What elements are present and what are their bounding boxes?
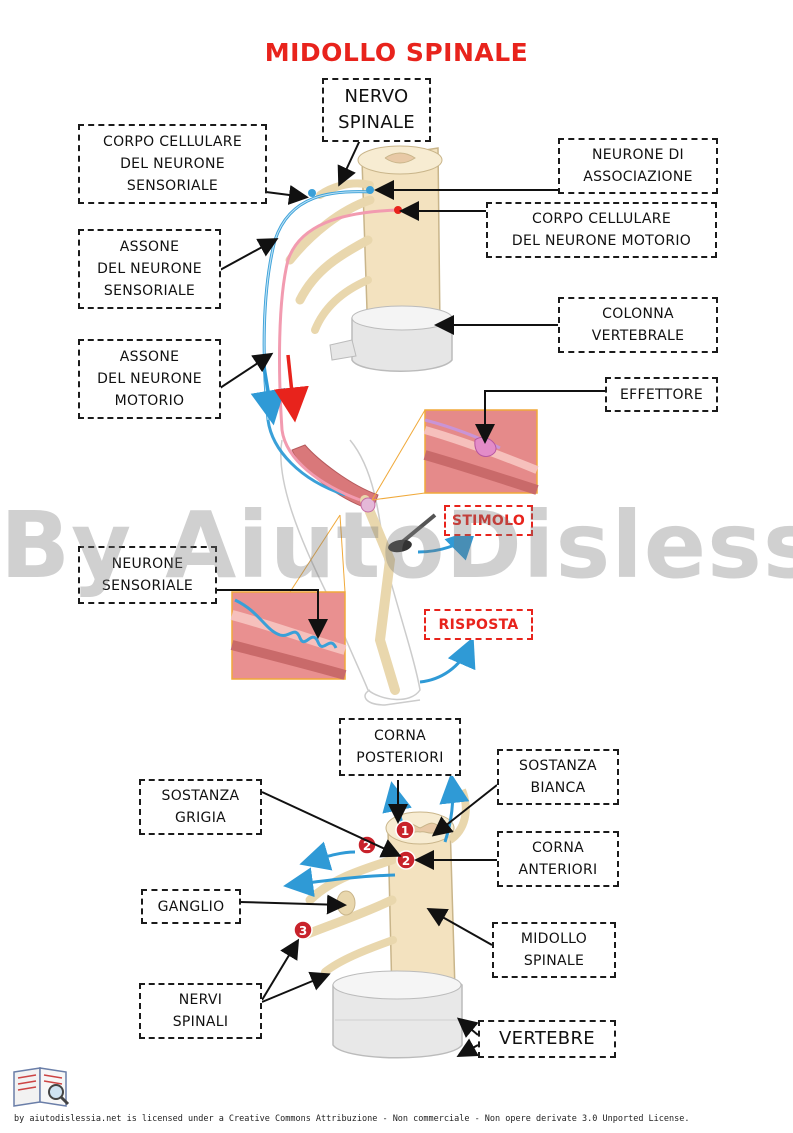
license-text: by aiutodislessia.net is licensed under … — [14, 1114, 690, 1124]
spinal-cord-bottom — [300, 788, 470, 1059]
label-assone-sensoriale: ASSONE DEL NEURONE SENSORIALE — [78, 229, 221, 309]
stimulus-arrow — [417, 528, 477, 561]
response-arrow — [419, 636, 476, 684]
label-neurone-sensoriale: NEURONE SENSORIALE — [78, 546, 217, 604]
ascending-arrow — [439, 773, 470, 843]
outbound-arrow — [283, 867, 396, 898]
label-corna-anteriori: CORNA ANTERIORI — [497, 831, 619, 887]
marker-3: 3 — [293, 920, 313, 940]
label-assone-motorio: ASSONE DEL NEURONE MOTORIO — [78, 339, 221, 419]
watermark: By AiutoDislessia.net — [0, 492, 793, 599]
inbound-arrow — [299, 841, 356, 871]
label-effettore: EFFETTORE — [605, 377, 718, 412]
label-neurone-associazione: NEURONE DI ASSOCIAZIONE — [558, 138, 718, 194]
spinal-cord-top — [285, 145, 453, 372]
receptor-inset — [230, 514, 347, 680]
label-nervo-spinale: NERVO SPINALE — [322, 78, 431, 142]
label-ganglio: GANGLIO — [141, 889, 241, 924]
svg-text:3: 3 — [299, 924, 307, 938]
leg-outline — [280, 439, 421, 706]
svg-text:2: 2 — [363, 839, 371, 853]
label-nervi-spinali: NERVI SPINALI — [139, 983, 262, 1039]
svg-text:2: 2 — [402, 854, 410, 868]
motor-direction-arrow — [274, 354, 309, 423]
label-sostanza-bianca: SOSTANZA BIANCA — [497, 749, 619, 805]
label-risposta: RISPOSTA — [424, 609, 533, 640]
marker-2b: 2 — [396, 850, 416, 870]
stimulus-tool — [388, 513, 437, 553]
effector-inset — [371, 409, 539, 501]
label-midollo-spinale: MIDOLLO SPINALE — [492, 922, 616, 978]
label-colonna-vertebrale: COLONNA VERTEBRALE — [558, 297, 718, 353]
label-stimolo: STIMOLO — [444, 505, 533, 536]
page-title: MIDOLLO SPINALE — [264, 38, 529, 67]
label-sostanza-grigia: SOSTANZA GRIGIA — [139, 779, 262, 835]
leader-arrows — [217, 139, 605, 1057]
label-vertebre: VERTEBRE — [478, 1020, 616, 1058]
book-magnifier-icon — [13, 1067, 70, 1107]
svg-text:1: 1 — [401, 824, 409, 838]
label-corna-posteriori: CORNA POSTERIORI — [339, 718, 461, 776]
label-corpo-cellulare-motorio: CORPO CELLULARE DEL NEURONE MOTORIO — [486, 202, 717, 258]
marker-1: 1 — [395, 820, 415, 840]
label-corpo-cellulare-sensoriale: CORPO CELLULARE DEL NEURONE SENSORIALE — [78, 124, 267, 204]
